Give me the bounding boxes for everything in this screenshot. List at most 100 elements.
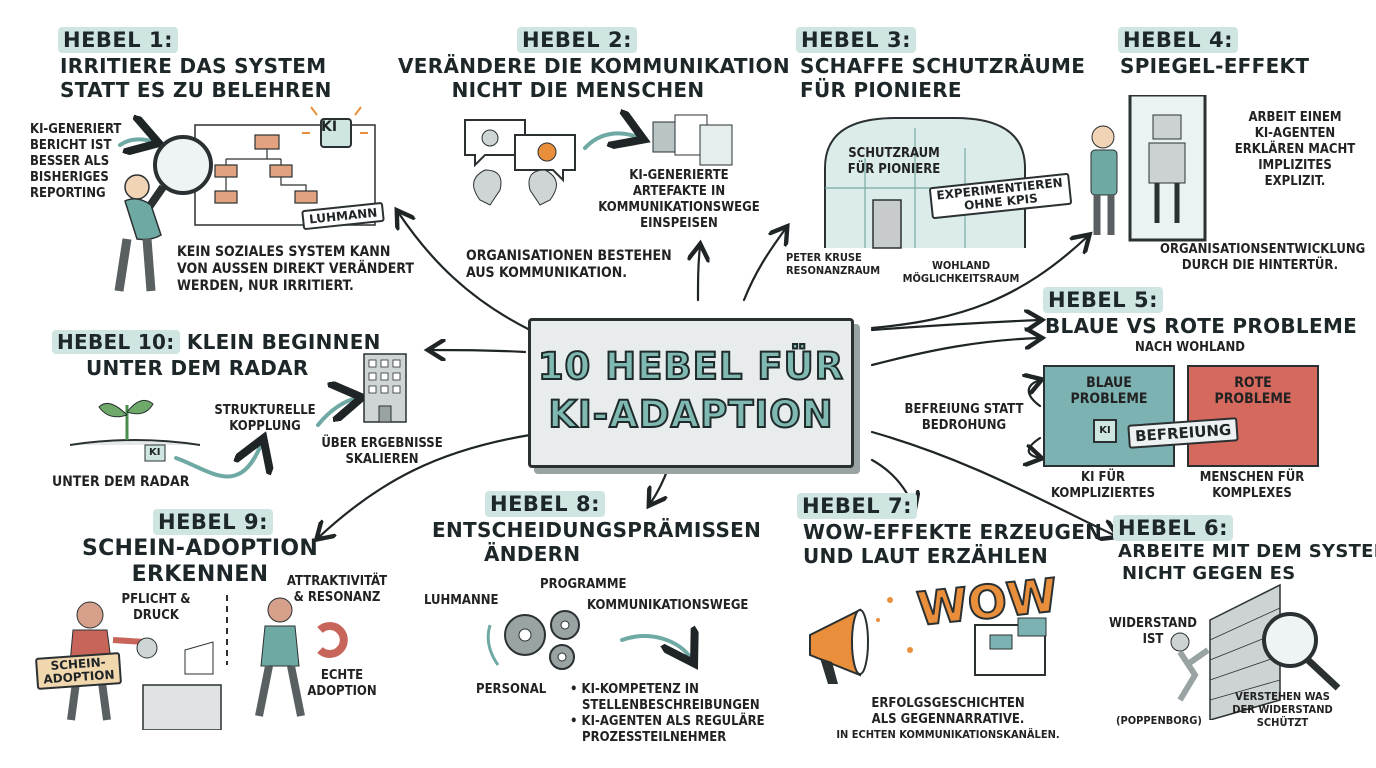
hebel9-attraction-line: ATTRAKTIVITÄT <box>286 574 388 589</box>
hebel5-title: BLAUE VS ROTE PROBLEME <box>1045 314 1358 338</box>
hebel10-scale-line: SKALIEREN <box>345 452 419 467</box>
greenhouse-label: SCHUTZRAUM FÜR PIONIERE <box>839 146 949 178</box>
hebel7-tag: HEBEL 7: <box>797 493 917 519</box>
hebel7-title-line1: WOW-EFFEKTE ERZEUGEN <box>803 520 1103 544</box>
hebel9-real: ECHTE ADOPTION <box>302 668 382 700</box>
hebel3-left-caption-line: PETER KRUSE <box>786 251 862 264</box>
hebel3-tag: HEBEL 3: <box>796 27 916 53</box>
hebel10-scale-line: ÜBER ERGEBNISSE <box>321 436 443 451</box>
hebel3-right-caption: WOHLAND MÖGLICHKEITSRAUM <box>896 259 1026 285</box>
hebel3-title-line1: SCHAFFE SCHUTZRÄUME <box>800 54 1086 78</box>
hebel9-title-line1: SCHEIN-ADOPTION <box>81 536 319 561</box>
hebel2-tag: HEBEL 2: <box>517 27 637 53</box>
hebel4-note-line: KI-AGENTEN <box>1254 126 1336 141</box>
hebel6-title: ARBEITE MIT DEM SYSTEM NICHT GEGEN ES <box>1118 541 1376 585</box>
label-programme: PROGRAMME <box>540 577 627 592</box>
hebel10-coupling-line: STRUKTURELLE <box>214 403 316 418</box>
hebel10-title: HEBEL 10: KLEIN BEGINNEN UNTER DEM RADAR <box>52 330 381 380</box>
hebel2-note-line: KI-GENERIERTE <box>629 168 729 183</box>
hebel2-title-line2: NICHT DIE MENSCHEN <box>451 78 705 102</box>
hebel10-tag: HEBEL 10: <box>52 330 180 354</box>
blue-problems-label-line: BLAUE <box>1086 375 1132 391</box>
label-kommunikationswege: KOMMUNIKATIONSWEGE <box>587 598 749 613</box>
hebel10-title-line2: UNTER DEM RADAR <box>86 356 309 380</box>
hebel8-tag: HEBEL 8: <box>485 491 605 517</box>
building-icon <box>363 353 407 423</box>
hebel9-real-line: ADOPTION <box>307 684 377 699</box>
hebel10-scale: ÜBER ERGEBNISSE SKALIEREN <box>312 436 452 468</box>
central-title-box: 10 Hebel für KI-Adaption <box>528 318 854 468</box>
hebel1-title-line2: STATT ES ZU BELEHREN <box>60 78 332 102</box>
hebel1-note-line: BISHERIGES <box>30 170 109 185</box>
greenhouse-label-line: FÜR PIONIERE <box>847 162 941 177</box>
hebel3-title: SCHAFFE SCHUTZRÄUME FÜR PIONIERE <box>800 54 1085 102</box>
blue-problems-label: BLAUE PROBLEME <box>1045 375 1173 407</box>
schein-sign-line: ADOPTION <box>43 667 115 687</box>
megaphone-illustration <box>809 597 1047 684</box>
hebel10-title-line1: KLEIN BEGINNEN <box>186 330 381 354</box>
hebel4-caption-line: ORGANISATIONSENTWICKLUNG <box>1160 242 1366 257</box>
hebel9-pressure: PFLICHT & DRUCK <box>116 592 196 624</box>
hebel3-left-caption: PETER KRUSE RESONANZRAUM <box>786 251 880 277</box>
hebel1-caption-line: KEIN SOZIALES SYSTEM KANN <box>177 244 391 260</box>
hebel4-title: SPIEGEL-EFFEKT <box>1120 54 1309 78</box>
hebel1-title: IRRITIERE DAS SYSTEM STATT ES ZU BELEHRE… <box>60 54 332 102</box>
red-problems-label-line: ROTE <box>1234 375 1272 391</box>
red-caption-line: MENSCHEN FÜR <box>1199 470 1305 485</box>
hebel9-pressure-line: DRUCK <box>133 608 179 623</box>
hebel9-title-line2: ERKENNEN <box>131 562 269 587</box>
hebel8-bullets: • KI-KOMPETENZ IN STELLENBESCHREIBUNGEN … <box>570 682 765 746</box>
hebel4-caption: ORGANISATIONSENTWICKLUNG DURCH DIE HINTE… <box>1160 242 1366 274</box>
hebel3-right-caption-line: WOHLAND <box>931 259 991 272</box>
red-caption: MENSCHEN FÜR KOMPLEXES <box>1187 470 1317 502</box>
hebel7-title: WOW-EFFEKTE ERZEUGEN UND LAUT ERZÄHLEN <box>803 520 1102 568</box>
greenhouse-label-line: SCHUTZRAUM <box>848 146 940 161</box>
hebel3-title-line2: FÜR PIONIERE <box>800 78 962 102</box>
hebel2-note-line: KOMMUNIKATIONSWEGE <box>598 200 760 215</box>
hebel2-note-line: EINSPEISEN <box>640 216 718 231</box>
red-problems-label: ROTE PROBLEME <box>1189 375 1317 407</box>
central-title: 10 Hebel für KI-Adaption <box>531 343 851 439</box>
hebel6-right: VERSTEHEN WAS DER WIDERSTAND SCHÜTZT <box>1220 690 1345 729</box>
hebel1-side-note: KI-GENERIERT BERICHT IST BESSER ALS BISH… <box>30 122 121 202</box>
hebel6-tag: HEBEL 6: <box>1113 515 1233 541</box>
hebel6-left: WIDERSTAND IST <box>1108 616 1198 648</box>
hebel1-caption-line: VON AUSSEN DIREKT VERÄNDERT <box>177 261 414 277</box>
hebel2-title-line1: VERÄNDERE DIE KOMMUNIKATION <box>398 54 790 78</box>
hebel6-right-line: SCHÜTZT <box>1256 716 1309 729</box>
wall-illustration <box>1170 583 1341 720</box>
hebel7-caption-line: IN ECHTEN KOMMUNIKATIONSKANÄLEN. <box>836 728 1060 741</box>
hebel9-pressure-line: PFLICHT & <box>121 592 191 607</box>
hebel9-tag: HEBEL 9: <box>153 509 273 535</box>
hebel4-note-line: ERKLÄREN MACHT <box>1234 142 1356 157</box>
hebel8-title-line2: ÄNDERN <box>484 542 581 566</box>
hebel3-right-caption-line: MÖGLICHKEITSRAUM <box>902 272 1020 285</box>
ki-chip-small: KI <box>149 447 161 458</box>
hebel4-tag: HEBEL 4: <box>1118 27 1238 53</box>
hebel1-note-line: BERICHT IST <box>30 138 112 153</box>
hebel8-bullet-line: • KI-KOMPETENZ IN <box>570 682 699 697</box>
hebel5-tag: HEBEL 5: <box>1043 287 1163 313</box>
hebel10-coupling: STRUKTURELLE KOPPLUNG <box>210 403 320 435</box>
central-title-line2: KI-Adaption <box>547 392 834 437</box>
hebel6-title-line1: ARBEITE MIT DEM SYSTEM <box>1118 541 1376 562</box>
hebel2-note: KI-GENERIERTE ARTEFAKTE IN KOMMUNIKATION… <box>594 168 764 232</box>
hebel1-illustration <box>114 106 376 292</box>
blue-caption-line: KOMPLIZIERTES <box>1050 486 1156 501</box>
hebel5-left-note-line: BEDROHUNG <box>921 418 1007 433</box>
hebel3-left-caption-line: RESONANZRAUM <box>786 264 881 277</box>
hebel9-attraction-line: & RESONANZ <box>293 590 381 605</box>
hebel2-caption-line: ORGANISATIONEN BESTEHEN <box>466 248 672 264</box>
hebel10-ground: UNTER DEM RADAR <box>52 474 190 490</box>
label-luhmann: LUHMANNE <box>424 593 499 608</box>
hebel4-caption-line: DURCH DIE HINTERTÜR. <box>1181 258 1339 273</box>
seedling-illustration <box>69 399 201 462</box>
hebel1-note-line: BESSER ALS <box>30 154 110 169</box>
hebel9-attraction: ATTRAKTIVITÄT & RESONANZ <box>282 574 392 606</box>
gears-illustration <box>486 610 580 670</box>
schein-adoption-sign: SCHEIN- ADOPTION <box>34 652 123 690</box>
hebel7-title-line2: UND LAUT ERZÄHLEN <box>803 544 1049 568</box>
hebel2-caption: ORGANISATIONEN BESTEHEN AUS KOMMUNIKATIO… <box>466 248 672 282</box>
ki-chip: KI <box>1093 419 1117 443</box>
